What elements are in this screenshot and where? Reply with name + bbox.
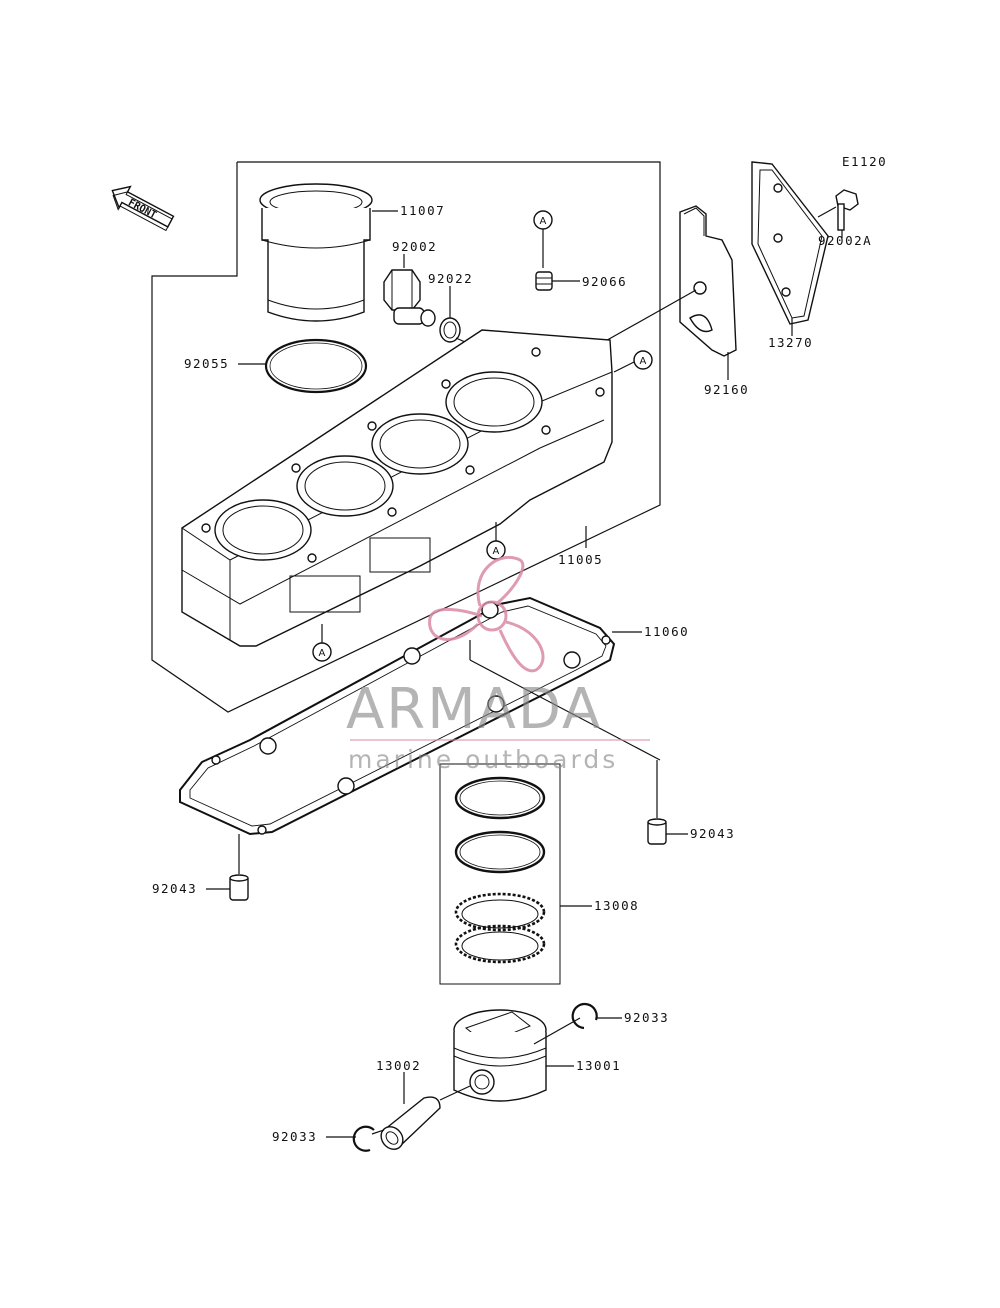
ref-marker-a-right-label: A <box>640 356 647 367</box>
part-label-92055: 92055 <box>184 356 229 371</box>
cylinder-liner-part <box>259 183 373 322</box>
piston-pin-part <box>380 1096 441 1150</box>
part-label-92066: 92066 <box>582 274 627 289</box>
propeller-logo-icon <box>428 555 545 673</box>
ring-set-box <box>439 763 561 985</box>
circlip-right-part <box>571 1002 598 1030</box>
diagram-code: E1120 <box>842 154 887 169</box>
part-label-92022: 92022 <box>428 271 473 286</box>
part-label-11060: 11060 <box>644 624 689 639</box>
part-label-13270: 13270 <box>768 335 813 350</box>
part-label-92033-right: 92033 <box>624 1010 669 1025</box>
chain-guide-part <box>679 205 737 357</box>
washer-part <box>439 317 461 343</box>
part-label-92002a: 92002A <box>818 233 872 248</box>
dowel-pin-right-part <box>647 818 667 845</box>
bolt-part <box>835 189 859 231</box>
part-label-11005: 11005 <box>558 552 603 567</box>
watermark: ARMADA marine outboards <box>346 555 650 774</box>
part-label-13001: 13001 <box>576 1058 621 1073</box>
part-label-92043-left: 92043 <box>152 881 197 896</box>
part-label-92002: 92002 <box>392 239 437 254</box>
part-label-13008: 13008 <box>594 898 639 913</box>
part-label-13002: 13002 <box>376 1058 421 1073</box>
part-label-92043-right: 92043 <box>690 826 735 841</box>
ref-marker-a-bottom-label: A <box>493 546 500 557</box>
part-label-11007: 11007 <box>400 203 445 218</box>
ref-marker-a-left-label: A <box>319 648 326 659</box>
piston-part <box>453 1009 547 1102</box>
part-label-92033-left: 92033 <box>272 1129 317 1144</box>
cover-plate-part <box>751 161 829 325</box>
ref-marker-a-right <box>633 350 653 370</box>
oil-plug-part <box>383 269 436 327</box>
watermark-title: ARMADA <box>346 677 602 742</box>
front-arrow-icon: FRONT <box>111 185 175 232</box>
dowel-pin-left-part <box>229 874 249 901</box>
cylinder-block-part <box>181 329 613 647</box>
watermark-subtitle: marine outboards <box>348 745 618 774</box>
part-label-92160: 92160 <box>704 382 749 397</box>
blind-plug-part <box>535 271 553 291</box>
base-gasket-part <box>179 596 616 836</box>
o-ring-part <box>264 338 368 394</box>
ref-marker-a-label: A <box>540 216 547 227</box>
circlip-left-part <box>352 1125 375 1152</box>
piston-rings-part <box>454 776 546 964</box>
group-outline <box>151 161 661 713</box>
